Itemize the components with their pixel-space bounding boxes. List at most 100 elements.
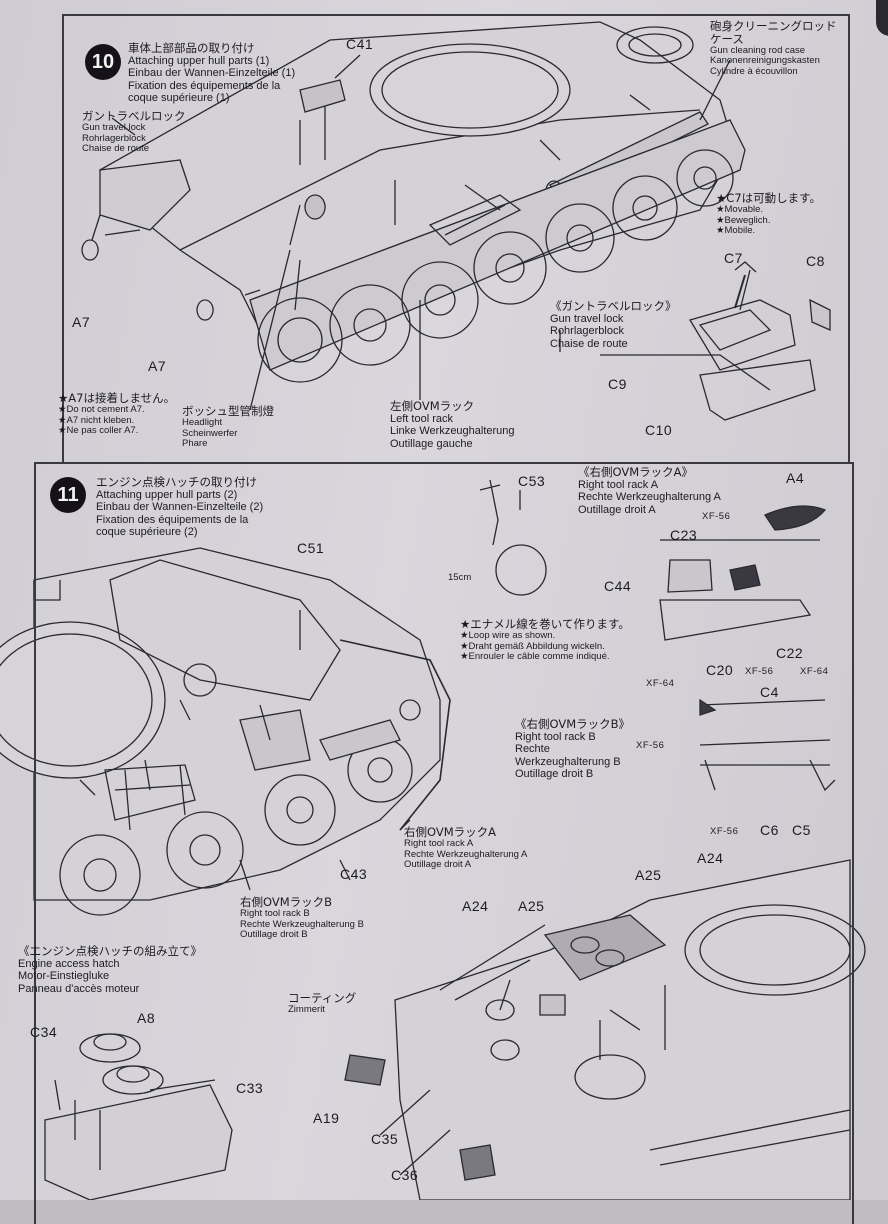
step-11-number: 11 [50,477,86,513]
right-rack-a-callout-de: Rechte Werkzeughalterung A [404,848,528,860]
part-a4-label: A4 [786,470,805,486]
gun-travel-lock-fr: Chaise de route [82,143,150,155]
engine-hatch-de: Motor-Einstiegluke [18,970,110,983]
movable-note: ★C7は可動します。 ★Movable. ★Beweglich. ★Mobile… [716,192,821,237]
part-c22-label: C22 [776,645,804,661]
gun-travel-lock-callout: ガントラベルロック Gun travel lock Rohrlagerblock… [82,110,186,155]
zimmerit-callout: コーティング Zimmerit [288,992,356,1016]
part-c36-label: C36 [391,1167,419,1183]
paint-xf56-c-label: XF-56 [636,740,665,751]
loop-note-de: ★Draht gemäß Abbildung wickeln. [460,640,605,652]
step-10-title-fr2: coque supérieure (1) [128,91,230,104]
a7-note: ★A7は接着しません。 ★Do not cement A7. ★A7 nicht… [58,392,175,437]
gun-travel-lock-detail-de: Rohrlagerblock [550,325,624,338]
part-c44-label: C44 [604,578,632,594]
engine-hatch-detail-title: 《エンジン点検ハッチの組み立て》 Engine access hatch Mot… [18,945,202,995]
step-11-title-de: Einbau der Wannen-Einzelteile (2) [96,501,264,514]
part-c43-label: C43 [340,866,368,882]
step-11-panel [34,462,854,1224]
wire-length-label: 15cm [448,572,472,583]
gun-travel-lock-de: Rohrlagerblock [82,132,146,144]
movable-note-en: ★Movable. [716,203,764,215]
gun-cleaning-en: Gun cleaning rod case [710,44,806,56]
part-c6-label: C6 [760,822,779,838]
paint-xf56-b-label: XF-56 [745,666,774,677]
part-c4-label: C4 [760,684,779,700]
movable-note-de: ★Beweglich. [716,214,771,226]
loop-note-fr: ★Enrouler le câble comme indiqué. [460,651,610,663]
loop-note-jp: ★エナメル線を巻いて作ります。 [460,617,630,631]
gun-travel-lock-detail-jp: 《ガントラベルロック》 [550,299,677,313]
part-c34-label: C34 [30,1024,58,1040]
gun-travel-lock-jp: ガントラベルロック [82,109,186,123]
gun-travel-lock-detail-en: Gun travel lock [550,312,624,325]
gun-cleaning-fr: Cylindre à écouvillon [710,66,798,77]
gun-travel-lock-detail-title: 《ガントラベルロック》 Gun travel lock Rohrlagerblo… [550,300,677,350]
step-11-title: エンジン点検ハッチの取り付け Attaching upper hull part… [96,476,263,538]
step-10-title-de: Einbau der Wannen-Einzelteile (1) [128,67,296,80]
left-tool-rack-de: Linke Werkzeughalterung [390,425,515,438]
step-10-title-en: Attaching upper hull parts (1) [128,54,270,67]
left-tool-rack-en: Left tool rack [390,412,453,425]
right-rack-b-callout-de: Rechte Werkzeughalterung B [240,918,364,930]
paint-xf56-a-label: XF-56 [702,511,731,522]
part-a8-label: A8 [137,1010,156,1026]
part-c35-label: C35 [371,1131,399,1147]
part-a24-left-label: A24 [462,898,489,914]
right-rack-a-callout: 右側OVMラックA Right tool rack A Rechte Werkz… [404,826,527,871]
part-c23-label: C23 [670,527,698,543]
part-c8-label: C8 [806,253,825,269]
engine-hatch-jp: 《エンジン点検ハッチの組み立て》 [18,944,202,958]
part-a19-label: A19 [313,1110,340,1126]
part-c9-label: C9 [608,376,627,392]
paint-xf56-d-label: XF-56 [710,826,739,837]
right-rack-a-callout-en: Right tool rack A [404,837,474,849]
right-rack-b-callout-fr: Outillage droit B [240,929,308,941]
part-c33-label: C33 [236,1080,264,1096]
step-10-title-fr: Fixation des équipements de la [128,79,281,92]
step-10-number: 10 [85,44,121,80]
left-tool-rack-fr: Outillage gauche [390,437,473,450]
headlight-jp: ボッシュ型管制燈 [182,404,274,418]
right-rack-b-detail-title: 《右側OVMラックB》 Right tool rack B Rechte Wer… [515,718,630,780]
a7-note-en: ★Do not cement A7. [58,403,145,415]
paint-xf64-a-label: XF-64 [646,678,675,689]
right-rack-b-callout-jp: 右側OVMラックB [240,895,333,909]
gun-cleaning-rod-case-callout: 砲身クリーニングロッド ケース Gun cleaning rod case Ka… [710,20,837,78]
movable-note-fr: ★Mobile. [716,225,756,237]
part-c7-label: C7 [724,250,743,266]
right-rack-b-detail-de2: Werkzeughalterung B [515,755,621,768]
gun-travel-lock-en: Gun travel lock [82,121,146,133]
gun-cleaning-jp: 砲身クリーニングロッド [710,19,837,33]
headlight-de: Scheinwerfer [182,427,238,439]
right-rack-b-detail-en: Right tool rack B [515,730,596,743]
engine-hatch-en: Engine access hatch [18,957,120,970]
gun-cleaning-jp2: ケース [710,31,744,46]
paint-xf64-b-label: XF-64 [800,666,829,677]
part-c53-label: C53 [518,473,546,489]
right-rack-a-detail-fr: Outillage droit A [578,503,656,516]
part-c10-label: C10 [645,422,673,438]
gun-travel-lock-detail-fr: Chaise de route [550,337,628,350]
right-rack-a-detail-de: Rechte Werkzeughalterung A [578,491,721,504]
step-10-title-jp: 車体上部部品の取り付け [128,41,255,55]
right-rack-a-callout-fr: Outillage droit A [404,859,472,871]
step-10-title: 車体上部部品の取り付け Attaching upper hull parts (… [128,42,295,104]
right-rack-a-detail-en: Right tool rack A [578,478,659,491]
right-rack-b-detail-jp: 《右側OVMラックB》 [515,717,631,731]
part-a24-right-label: A24 [697,850,724,866]
gun-cleaning-de: Kanonenreinigungskasten [710,55,820,67]
step-11-title-fr: Fixation des équipements de la [96,513,249,526]
headlight-fr: Phare [182,438,208,450]
part-a7-upper-label: A7 [72,314,91,330]
right-rack-b-callout-en: Right tool rack B [240,907,310,919]
part-c41-label: C41 [346,36,374,52]
headlight-callout: ボッシュ型管制燈 Headlight Scheinwerfer Phare [182,405,274,450]
part-c20-label: C20 [706,662,734,678]
movable-note-jp: ★C7は可動します。 [716,191,822,205]
step-11-title-fr2: coque supérieure (2) [96,525,198,538]
part-a7-lower-label: A7 [148,358,167,374]
part-a25-left-label: A25 [518,898,545,914]
